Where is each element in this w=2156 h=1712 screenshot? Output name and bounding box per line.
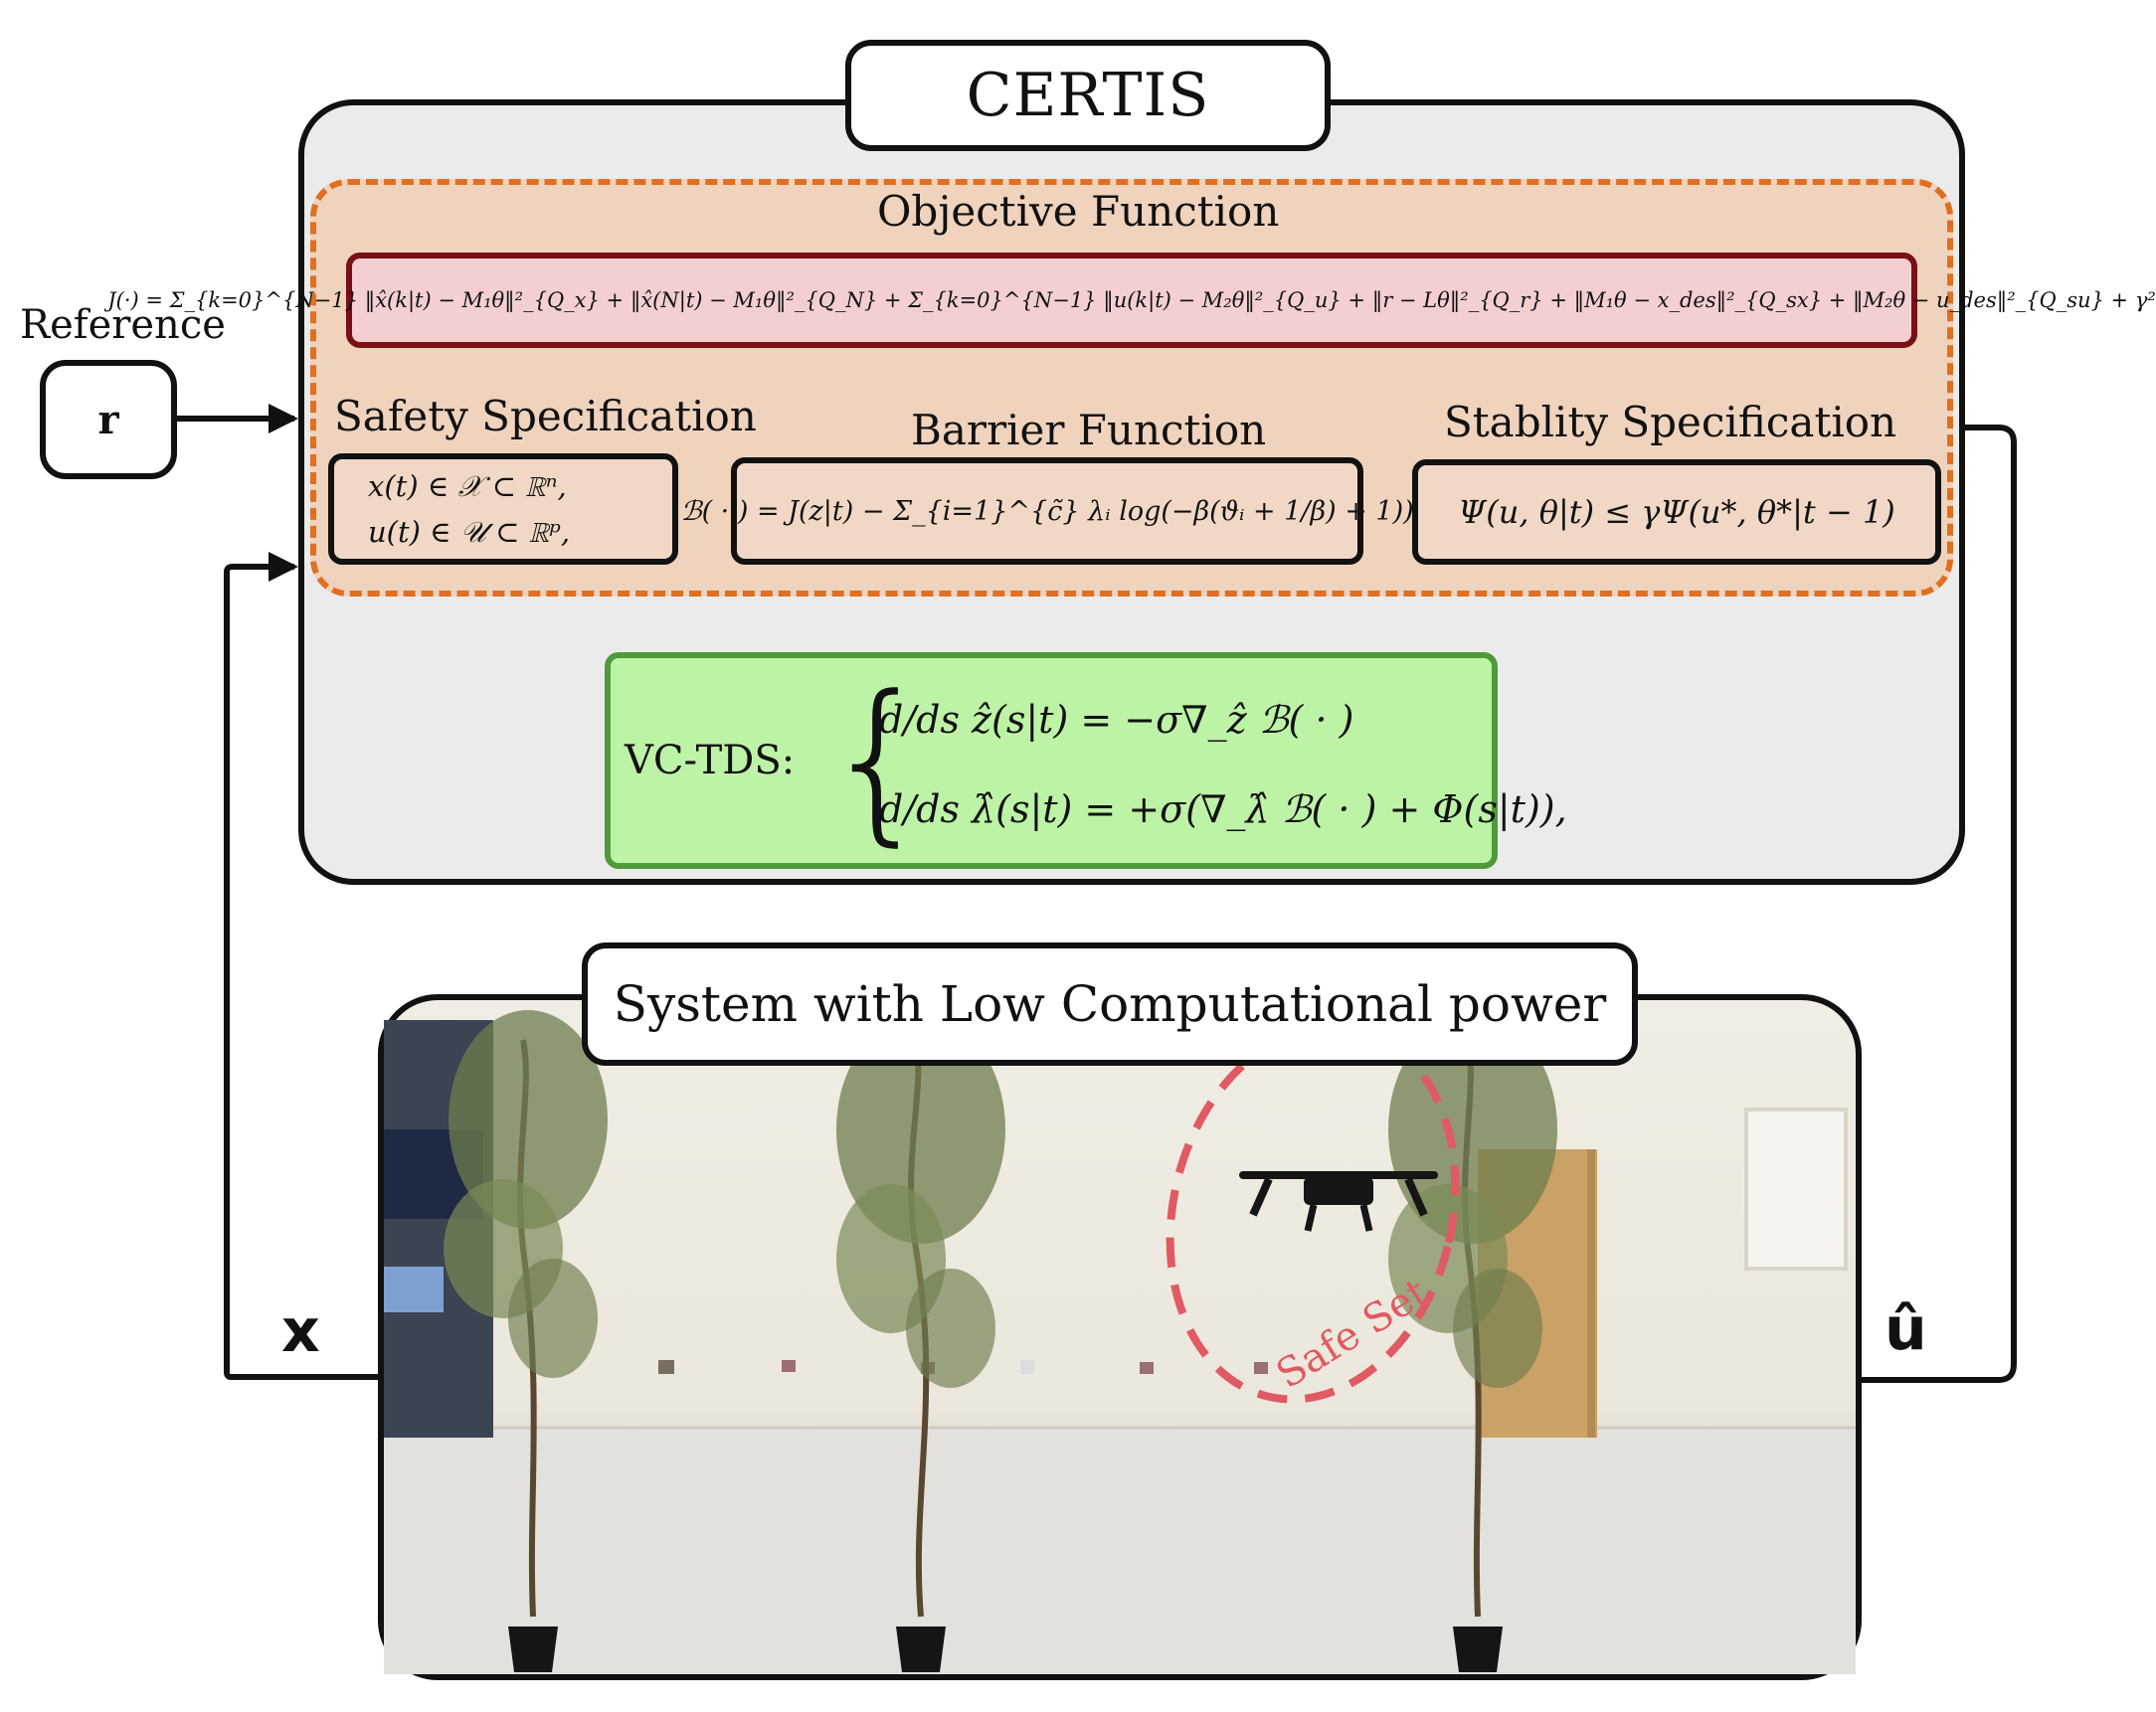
- lab-scene-illustration: [384, 1010, 1856, 1674]
- vctds-box: VC-TDS: { d/ds ẑ(s|t) = −σ∇_ẑ ℬ( · ) d/d…: [605, 652, 1567, 869]
- tree-middle: [836, 1015, 1005, 1672]
- barrier-equation: ℬ( · ) = J(z|t) − Σ_{i=1}^{c̃} λᵢ log(−β…: [680, 457, 1414, 565]
- barrier-title: Barrier Function: [911, 406, 1267, 454]
- safety-line-1: x(t) ∈ 𝒳 ⊂ ℝⁿ,: [368, 469, 567, 503]
- vctds-state-equation: d/ds ẑ(s|t) = −σ∇_ẑ ℬ( · ): [879, 698, 1354, 742]
- system-title: System with Low Computational power: [582, 942, 1638, 1066]
- objective-title: Objective Function: [877, 187, 1280, 236]
- safety-title: Safety Specification: [334, 392, 757, 440]
- stability-equation: Ψ(u, θ|t) ≤ γΨ(u*, θ*|t − 1): [1412, 459, 1941, 565]
- reference-box: r: [40, 360, 177, 479]
- control-signal-label: û: [1885, 1294, 1927, 1364]
- safety-line-2: u(t) ∈ 𝒰 ⊂ ℝᵖ,: [368, 515, 571, 549]
- vctds-label: VC-TDS:: [625, 738, 796, 783]
- vctds-multiplier-equation: d/ds λ̂(s|t) = +σ(∇_λ̂ ℬ( · ) + Φ(s|t)),: [879, 787, 1567, 831]
- tree-right: [1388, 1015, 1557, 1672]
- tree-left: [444, 1010, 608, 1672]
- drone-icon: [1239, 1171, 1438, 1232]
- state-feedback-arrow: [224, 552, 378, 1380]
- safety-box: x(t) ∈ 𝒳 ⊂ ℝⁿ, u(t) ∈ 𝒰 ⊂ ℝᵖ,: [328, 453, 678, 565]
- certis-title: CERTIS: [845, 40, 1331, 151]
- stability-title: Stablity Specification: [1444, 398, 1897, 446]
- reference-label: Reference: [20, 302, 226, 348]
- objective-equation: J(·) = Σ_{k=0}^{N−1} ‖x̂(k|t) − M₁θ‖²_{Q…: [107, 253, 2156, 348]
- state-signal-label: x: [281, 1296, 320, 1366]
- control-output-line: [1862, 425, 2017, 1383]
- system-photo: [378, 994, 1862, 1680]
- brace-icon: {: [822, 658, 934, 862]
